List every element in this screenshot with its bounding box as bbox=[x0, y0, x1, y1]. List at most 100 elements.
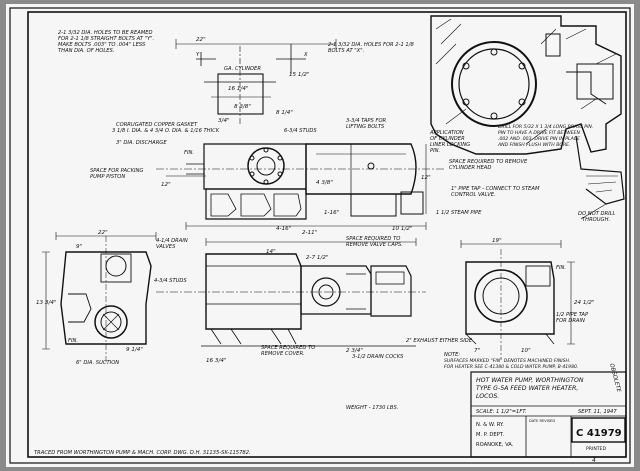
inner-border bbox=[27, 11, 627, 458]
note-drill-4: AND FINISH FLUSH WITH BORE. bbox=[497, 142, 571, 148]
dim-12-left: 12" bbox=[161, 182, 171, 188]
dim-2-7-1-2: 2-7 1/2" bbox=[306, 255, 329, 261]
note-holes-y-2: FOR 2-1 1/8 STRAIGHT BOLTS AT "Y". bbox=[58, 36, 154, 42]
dim-8-3-8: 8 3/8" bbox=[234, 104, 251, 110]
note-lifting-2: LIFTING BOLTS bbox=[346, 124, 385, 130]
note-general-1: NOTE: bbox=[444, 352, 460, 358]
lower-side-view bbox=[156, 238, 426, 347]
fin-label-2: FIN. bbox=[68, 338, 78, 344]
title-line-3: LOCOS. bbox=[476, 393, 499, 400]
dim-3-4: 3/4" bbox=[218, 118, 230, 124]
note-valve-caps-1: SPACE REQUIRED TO bbox=[346, 236, 400, 242]
note-steam-pipe: 1 1/2 STEAM PIPE bbox=[436, 210, 482, 216]
note-remove-cyl-2: CYLINDER HEAD bbox=[449, 165, 491, 171]
dim-14: 14" bbox=[266, 249, 276, 255]
dim-2-11: 2-11" bbox=[302, 230, 318, 236]
dim-7: 7" bbox=[474, 348, 481, 354]
note-liner-1: APPLICATION bbox=[429, 130, 464, 136]
note-no-drill-1: DO NOT DRILL bbox=[578, 211, 616, 217]
note-holes-y-3: MAKE BOLTS .003" TO .004" LESS bbox=[58, 42, 146, 48]
dim-9-1-4: 9 1/4" bbox=[126, 347, 143, 353]
dim-13-3-4: 13 3/4" bbox=[36, 300, 57, 306]
note-pipe-tap-drain-2: FOR DRAIN bbox=[556, 318, 585, 324]
title-dept: M. P. DEPT. bbox=[476, 432, 504, 438]
dim-4-16: 4-16" bbox=[276, 226, 292, 232]
note-liner-2: OF CYLINDER bbox=[430, 136, 465, 142]
note-valve-caps-2: REMOVE VALVE CAPS. bbox=[346, 242, 403, 248]
dim-8-1-4: 8 1/4" bbox=[276, 110, 293, 116]
outer-border bbox=[9, 7, 631, 464]
note-exhaust: 2" EXHAUST EITHER SIDE bbox=[406, 338, 473, 344]
obsolete-stamp: OBSOLETE bbox=[608, 363, 622, 393]
weight-label: WEIGHT - 1730 LBS. bbox=[346, 405, 398, 411]
cylinder-label: GA. CYLINDER bbox=[224, 66, 261, 72]
dim-16-1-4: 16 1/4" bbox=[228, 86, 249, 92]
drawing-number: C 41979 bbox=[576, 428, 622, 439]
title-line-1: HOT WATER PUMP, WORTHINGTON bbox=[476, 377, 584, 384]
main-elevation bbox=[156, 143, 446, 230]
title-city: ROANOKE, VA. bbox=[476, 442, 514, 448]
dim-9: 9" bbox=[76, 244, 83, 250]
note-pipe-tap-drain-1: 1/2 PIPE TAP bbox=[556, 312, 589, 318]
top-plan-view bbox=[175, 39, 337, 124]
note-studs-top: 6-3/4 STUDS bbox=[284, 128, 317, 134]
drawing-sheet: 2-1 3/32 DIA. HOLES TO BE REAMED FOR 2-1… bbox=[6, 4, 634, 467]
note-gasket-2: 3 1/8 I. DIA. & 4 3/4 O. DIA. & 1/16 THI… bbox=[112, 128, 220, 134]
note-suction: 6" DIA. SUCTION bbox=[76, 360, 119, 366]
note-discharge: 3" DIA. DISCHARGE bbox=[116, 140, 167, 146]
note-remove-cyl-1: SPACE REQUIRED TO REMOVE bbox=[449, 159, 528, 165]
title-printed: PRINTED bbox=[586, 446, 606, 452]
title-block bbox=[470, 371, 627, 458]
dim-1-16: 1-16" bbox=[324, 210, 340, 216]
x-mark: X bbox=[303, 52, 308, 58]
dim-10: 10" bbox=[521, 348, 531, 354]
title-scale: SCALE: 1 1/2"=1FT. bbox=[476, 409, 527, 415]
note-holes-x-2: BOLTS AT "X". bbox=[328, 48, 364, 54]
dim-16-3-4: 16 3/4" bbox=[206, 358, 227, 364]
note-pipe-tap-2: CONTROL VALVE. bbox=[451, 192, 496, 198]
traced-from-label: TRACED FROM WORTHINGTON PUMP & MACH. COR… bbox=[34, 450, 251, 456]
note-holes-x-1: 2-1 3/32 DIA. HOLES FOR 2-1 1/8 bbox=[328, 42, 414, 48]
dim-24-1-2: 24 1/2" bbox=[574, 300, 595, 306]
dim-2-3-4: 2 3/4" bbox=[346, 348, 363, 354]
engineering-drawing bbox=[9, 7, 631, 464]
cylinder-section-detail bbox=[430, 15, 625, 220]
fin-label-1: FIN. bbox=[184, 150, 194, 156]
note-packing-1: SPACE FOR PACKING bbox=[90, 168, 143, 174]
dim-15-1-2: 15 1/2" bbox=[289, 72, 310, 78]
dim-22-left: 22" bbox=[98, 230, 108, 236]
annotation-layer: 2-1 3/32 DIA. HOLES TO BE REAMED FOR 2-1… bbox=[34, 30, 622, 464]
dim-19: 19" bbox=[492, 238, 502, 244]
note-packing-2: PUMP PISTON bbox=[90, 174, 125, 180]
note-drain-valves-2: VALVES bbox=[156, 244, 176, 250]
title-line-2: TYPE G-5A FEED WATER HEATER, bbox=[476, 385, 578, 392]
dim-10-1-2: 10 1/2" bbox=[392, 226, 413, 232]
note-general-2: SURFACES MARKED "FIN" DENOTES MACHINED F… bbox=[444, 358, 570, 364]
note-drain-cocks: 3-1/2 DRAIN COCKS bbox=[352, 354, 404, 360]
title-date: SEPT. 11, 1947 bbox=[578, 409, 617, 415]
note-liner-3: LINER LOCKING bbox=[430, 142, 470, 148]
note-liner-4: PIN. bbox=[430, 148, 440, 154]
right-end-view bbox=[460, 240, 575, 359]
note-drill-3: .002 AND .003. DRIVE PIN IN PLACE bbox=[498, 136, 580, 142]
note-drill-2: PIN TO HAVE A DRIVE FIT BETWEEN bbox=[498, 130, 580, 136]
left-end-view bbox=[42, 232, 157, 364]
title-railway: N. & W. RY. bbox=[476, 422, 504, 428]
note-holes-y-4: THAN DIA. OF HOLES. bbox=[58, 48, 114, 54]
note-pipe-tap-1: 1" PIPE TAP - CONNECT TO STEAM bbox=[451, 186, 540, 192]
note-drain-valves-1: 4-1/4 DRAIN bbox=[156, 238, 188, 244]
dim-4-3-8: 4 3/8" bbox=[316, 180, 333, 186]
dim-22-top: 22" bbox=[196, 37, 206, 43]
note-remove-cover-1: SPACE REQUIRED TO bbox=[261, 345, 315, 351]
title-revised: DATE REVISED bbox=[529, 419, 555, 423]
note-no-drill-2: THROUGH. bbox=[582, 217, 610, 223]
note-general-3: FOR HEATER SEE C-41380 & COLD WATER PUMP… bbox=[444, 364, 578, 370]
note-studs-left: 4-3/4 STUDS bbox=[154, 278, 187, 284]
note-lifting-1: 3-3/4 TAPS FOR bbox=[346, 118, 387, 124]
dim-12-right: 12" bbox=[421, 175, 431, 181]
sheet-mark: 4 bbox=[592, 457, 596, 464]
note-remove-cover-2: REMOVE COVER. bbox=[261, 351, 305, 357]
y-mark: Y bbox=[196, 52, 200, 58]
note-holes-y-1: 2-1 3/32 DIA. HOLES TO BE REAMED bbox=[58, 30, 153, 36]
fin-label-3: FIN. bbox=[556, 265, 566, 271]
